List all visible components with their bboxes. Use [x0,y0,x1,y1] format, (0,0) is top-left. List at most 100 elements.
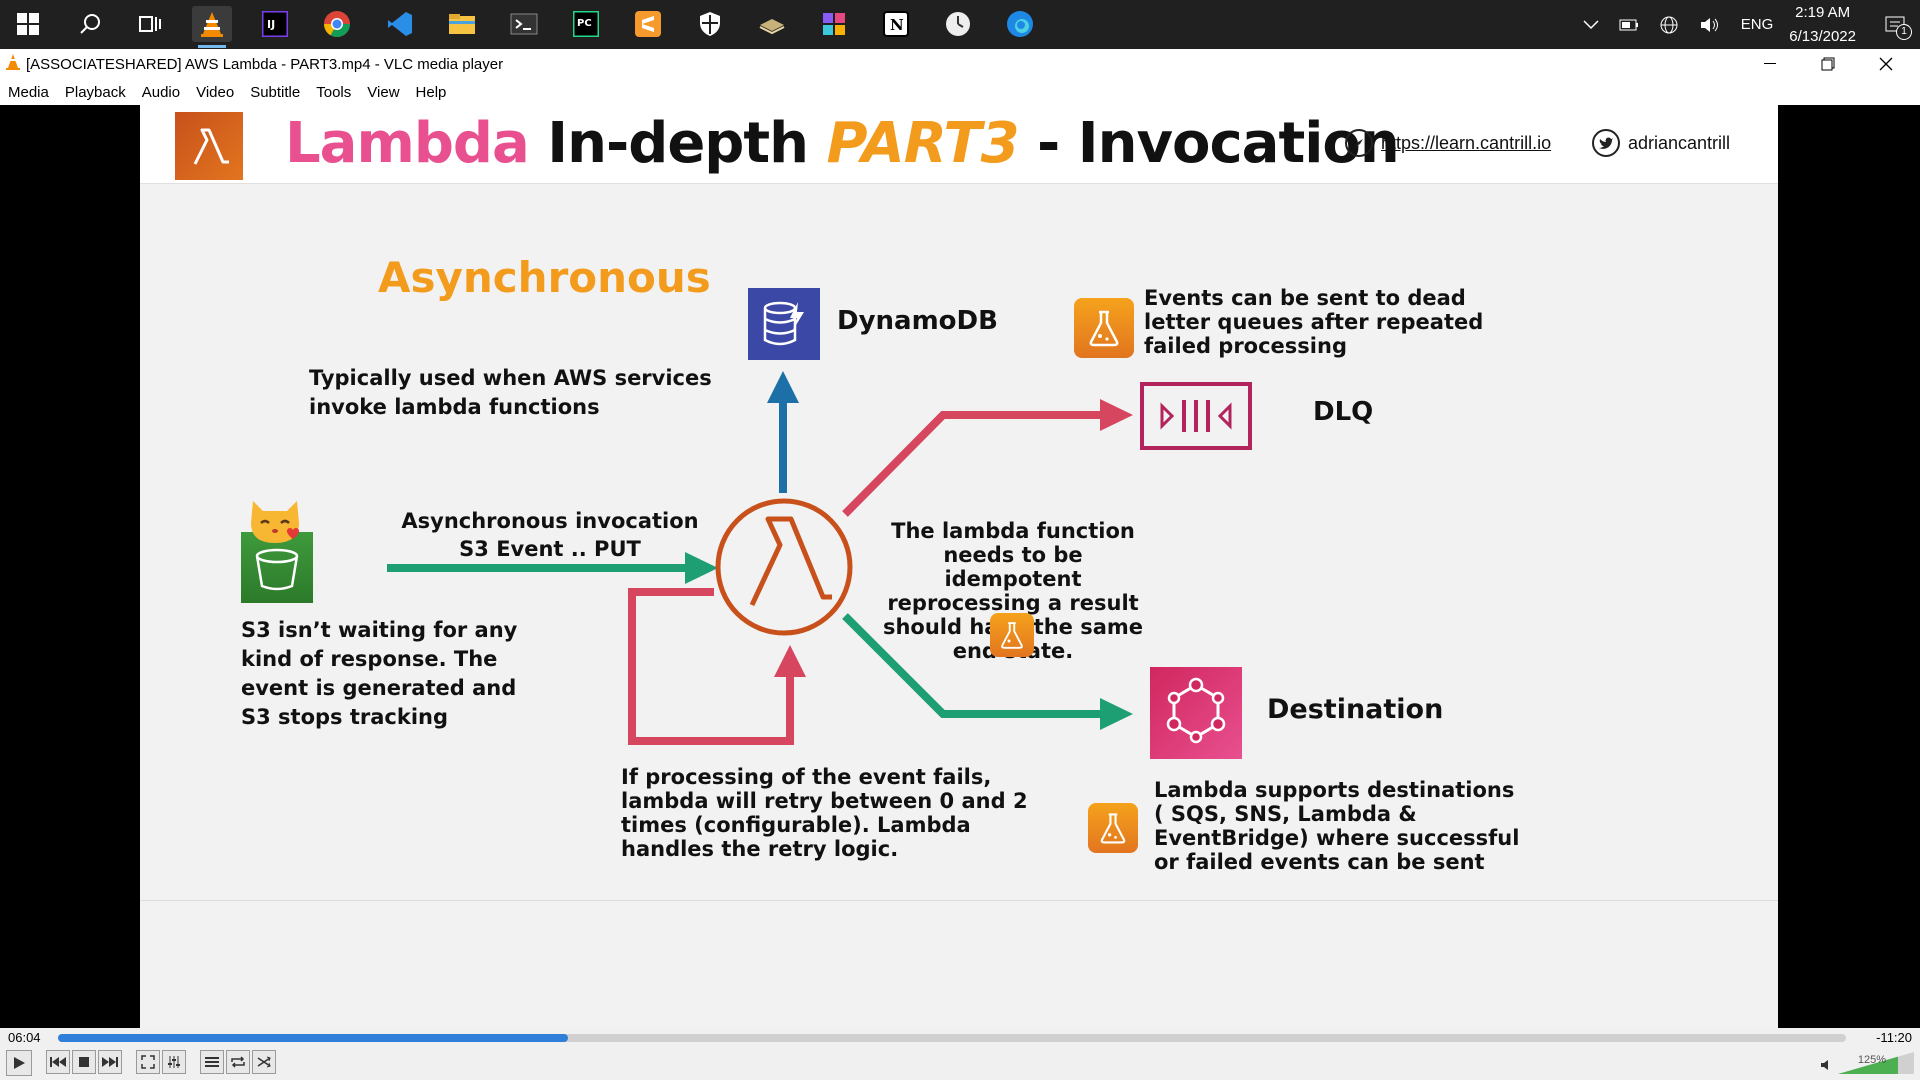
file-explorer-icon[interactable] [442,6,482,42]
destination-note-line: or failed events can be sent [1154,850,1485,874]
course-link: https://learn.cantrill.io [1345,129,1551,157]
app-icon[interactable] [752,6,792,42]
player-controls: 06:04 -11:20 125% [0,1028,1920,1080]
loop-button[interactable] [226,1050,250,1074]
elapsed-time: 06:04 [8,1030,41,1045]
invocation-label-line: Asynchronous invocation [401,509,699,533]
dynamodb-icon [748,288,820,360]
invocation-label-line: S3 Event .. PUT [459,537,641,561]
twitter-handle-text: adriancantrill [1628,132,1731,153]
seek-bar-progress [58,1034,568,1042]
pycharm-icon[interactable]: PC [566,6,606,42]
svg-text:IJ: IJ [267,18,275,31]
dlq-note: Events can be sent to dead letter queues… [1144,286,1483,358]
retry-note-line: handles the retry logic. [621,837,899,861]
destination-note-line: Lambda supports destinations [1154,778,1515,802]
restore-button[interactable] [1799,49,1857,79]
idempotent-note-line: The lambda function needs to be [891,519,1135,567]
dlq-note-line: letter queues after repeated [1144,310,1484,334]
subheading-line: Typically used when AWS services [309,366,712,390]
remaining-time[interactable]: -11:20 [1876,1030,1912,1045]
lambda-to-dlq-arrow [842,411,1105,517]
lambda-to-destination-arrow [842,613,1105,718]
language-indicator[interactable]: ENG [1740,16,1774,33]
menu-media[interactable]: Media [8,83,49,101]
app-icon-2[interactable] [814,6,854,42]
destination-note-line: ( SQS, SNS, Lambda & [1154,802,1417,826]
stop-button[interactable] [72,1050,96,1074]
taskbar: IJ PC N [0,0,1920,49]
chrome-icon[interactable] [317,6,357,42]
notification-center-icon[interactable]: 1 [1884,14,1912,40]
previous-button[interactable] [46,1050,70,1074]
sublime-icon[interactable] [628,6,668,42]
menu-help[interactable]: Help [415,83,447,101]
menu-tools[interactable]: Tools [316,83,352,101]
course-link-text: https://learn.cantrill.io [1381,132,1552,153]
lambda-function-icon [715,498,853,636]
invocation-label: Asynchronous invocation S3 Event .. PUT [400,507,700,564]
menu-subtitle[interactable]: Subtitle [250,83,301,101]
intellij-icon[interactable]: IJ [255,6,295,42]
notion-icon[interactable]: N [876,6,916,42]
minimize-button[interactable] [1741,49,1799,79]
volume-icon[interactable] [1699,16,1721,34]
svg-text:N: N [890,16,904,34]
invocation-diagram [387,371,1133,745]
dynamodb-label: DynamoDB [837,306,998,336]
volume-slider[interactable] [1838,1052,1914,1074]
terminal-icon[interactable] [504,6,544,42]
idempotent-note-line: idempotent reprocessing a result [887,567,1139,615]
lambda-logo-icon [175,112,243,180]
lambda-to-dynamodb-arrowhead [767,371,799,403]
compass-icon [1345,129,1373,157]
destination-note-line: EventBridge) where successful [1154,826,1520,850]
retry-note-line: If processing of the event fails, [621,765,992,789]
slide-title: Lambda In-depth PART3 - Invocation [285,111,1400,176]
s3-note-line: event is generated and [241,676,517,700]
retry-note-line: times (configurable). Lambda [621,813,971,837]
retry-note: If processing of the event fails, lambda… [621,765,1028,861]
windows-start-icon[interactable] [8,6,48,42]
menu-audio[interactable]: Audio [141,83,181,101]
dlq-queue-icon [1140,382,1252,450]
shuffle-button[interactable] [252,1050,276,1074]
lab-flask-icon [1074,298,1134,358]
window-title: [ASSOCIATESHARED] AWS Lambda - PART3.mp4… [26,55,504,73]
speaker-icon[interactable] [1820,1058,1834,1076]
search-icon[interactable] [70,6,110,42]
destination-note: Lambda supports destinations ( SQS, SNS,… [1154,778,1519,874]
lambda-symbol [749,516,832,607]
vscode-icon[interactable] [380,6,420,42]
s3-to-lambda-arrowhead [685,552,718,584]
close-button[interactable] [1857,49,1915,79]
subheading-line: invoke lambda functions [309,395,600,419]
play-button[interactable] [6,1050,32,1076]
security-icon[interactable] [690,6,730,42]
menu-playback[interactable]: Playback [64,83,126,101]
video-frame-slide[interactable]: Lambda In-depth PART3 - Invocation https… [140,105,1778,1028]
taskbar-clock[interactable]: 2:19 AM 6/13/2022 [1789,1,1856,49]
s3-note-line: kind of response. The [241,647,498,671]
network-globe-icon[interactable] [1659,15,1679,35]
menu-view[interactable]: View [367,83,400,101]
s3-note-line: S3 isn’t waiting for any [241,618,518,642]
extended-settings-button[interactable] [162,1050,186,1074]
chevron-up-icon[interactable] [1583,19,1599,30]
system-tray: ENG 2:19 AM 6/13/2022 1 [1573,0,1920,49]
menu-video[interactable]: Video [196,83,235,101]
task-view-icon[interactable] [130,6,170,42]
battery-icon[interactable] [1619,19,1639,31]
dlq-label: DLQ [1313,397,1374,427]
playlist-button[interactable] [200,1050,224,1074]
lambda-to-dlq-arrowhead [1100,399,1133,431]
retry-note-line: lambda will retry between 0 and 2 [621,789,1028,813]
seek-bar[interactable] [58,1034,1846,1042]
fullscreen-button[interactable] [136,1050,160,1074]
edge-icon[interactable] [1000,6,1040,42]
cat-emoji-icon [245,495,305,545]
next-button[interactable] [98,1050,122,1074]
vlc-icon[interactable] [192,6,232,48]
clock-app-icon[interactable] [938,6,978,42]
notification-count: 1 [1896,23,1912,40]
